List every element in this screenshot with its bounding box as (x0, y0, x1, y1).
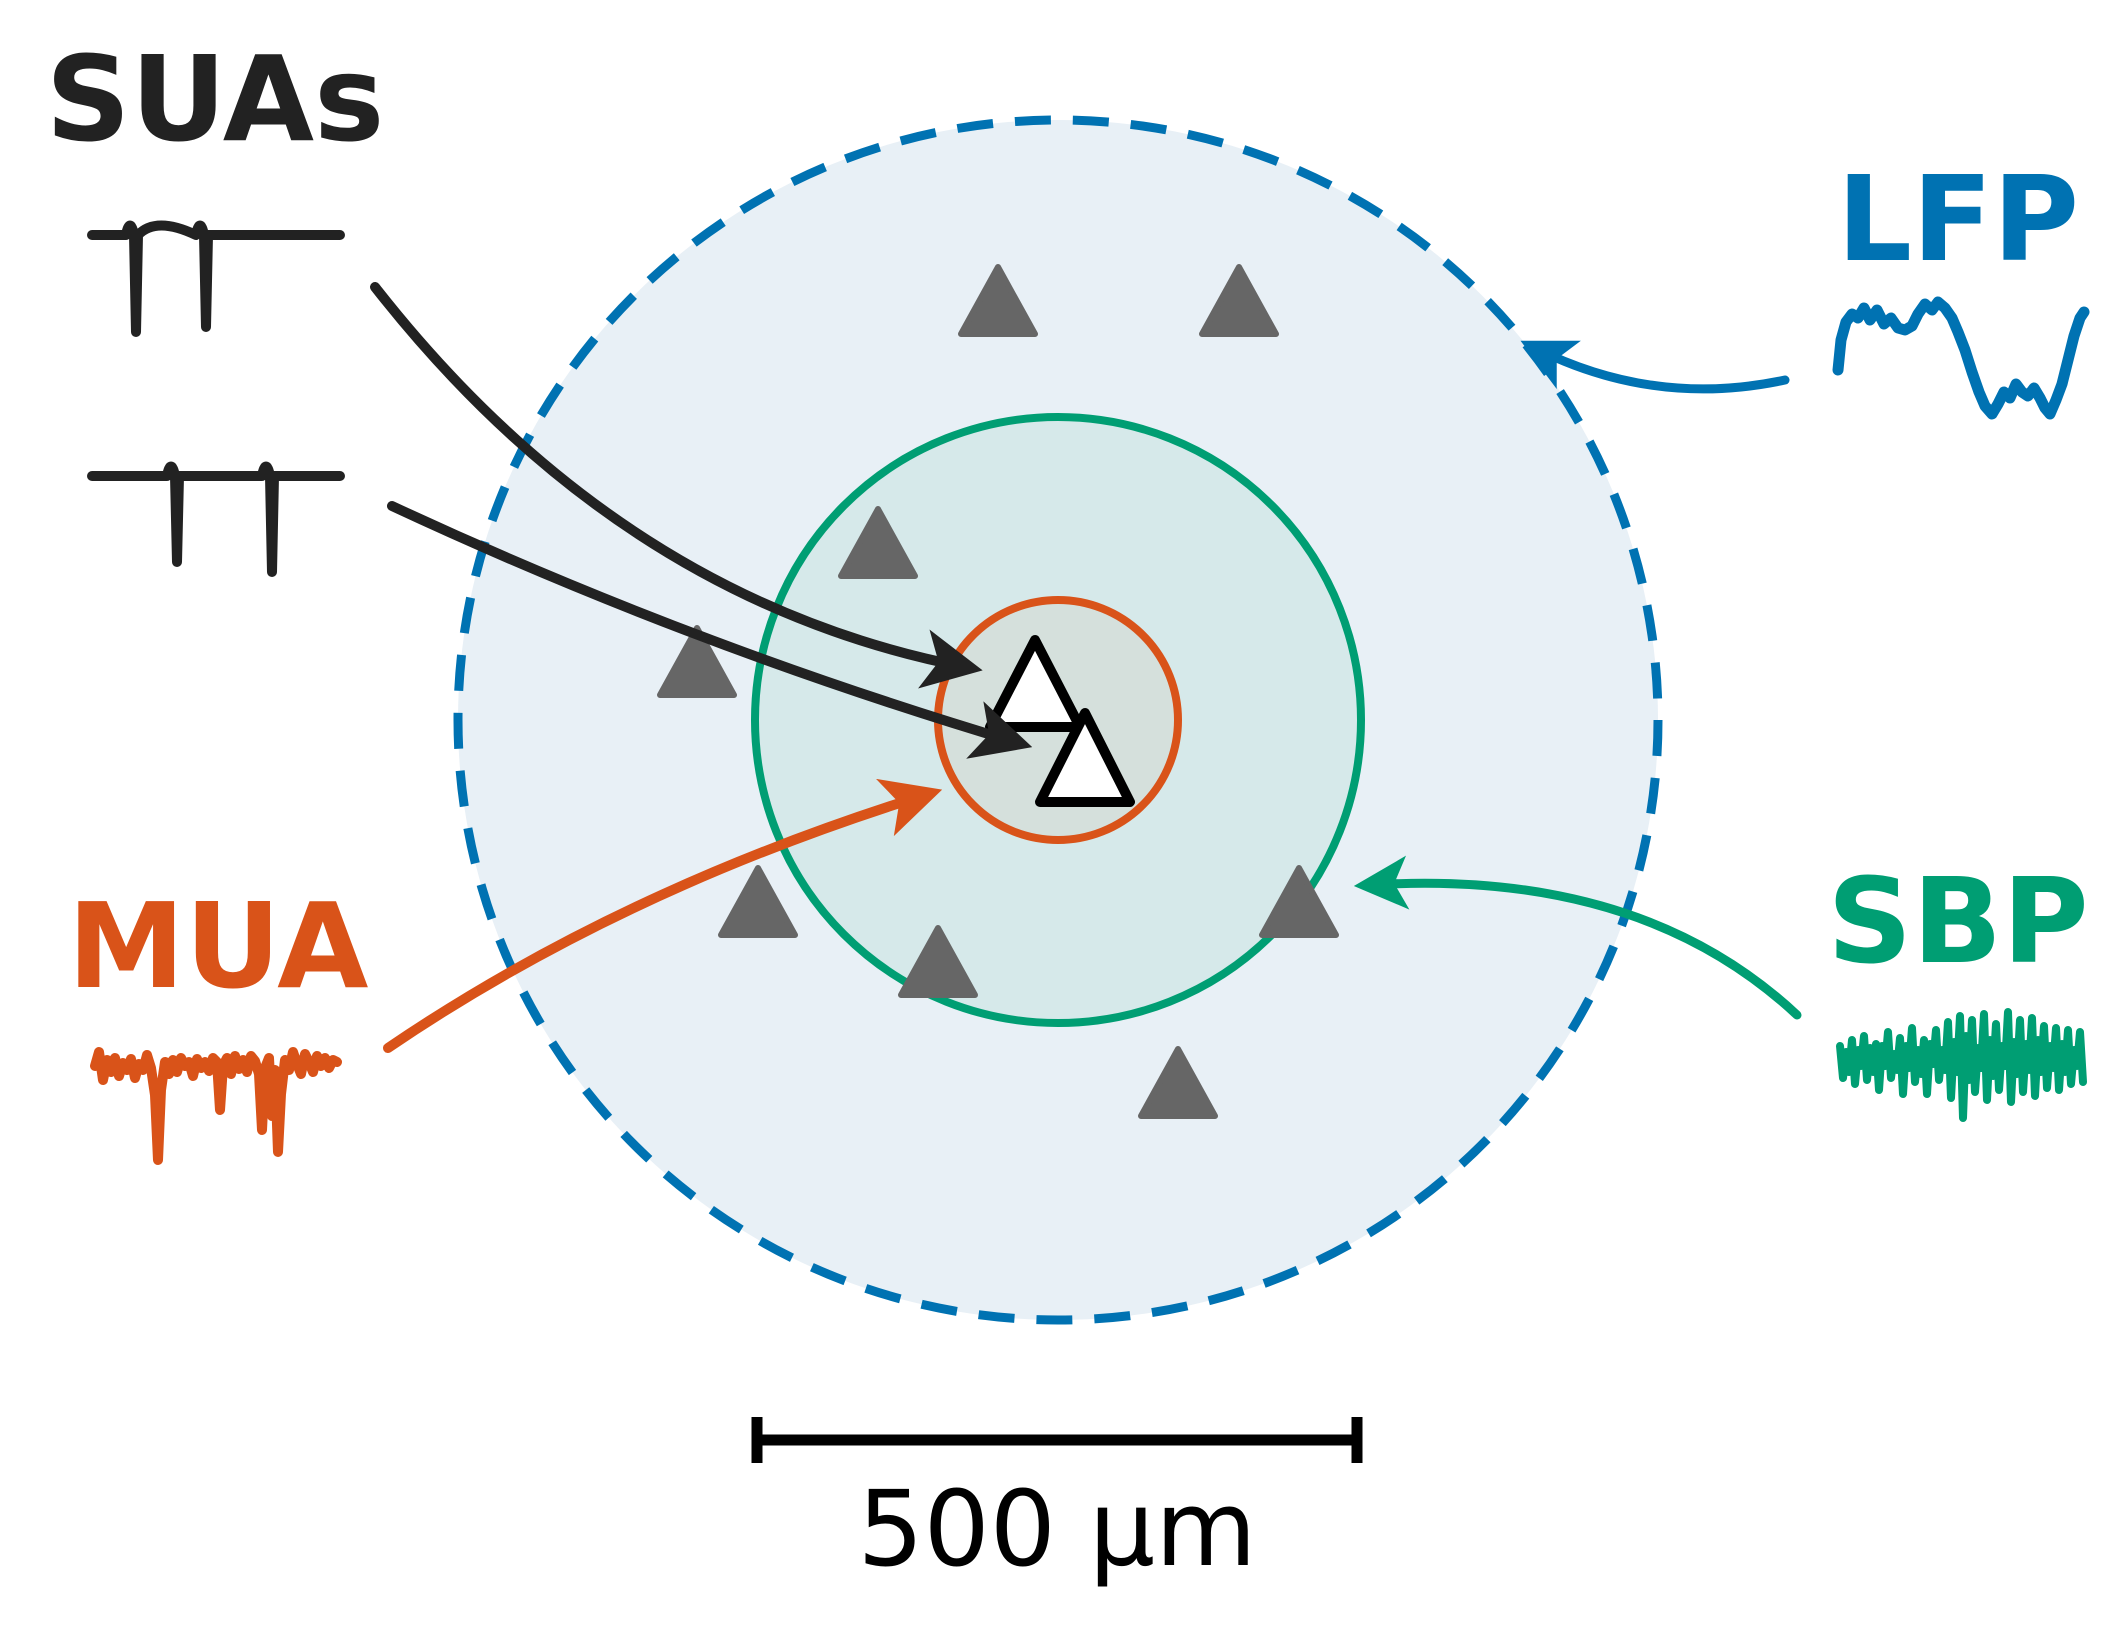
electrode-marker (657, 625, 737, 698)
electrode-marker (1199, 264, 1279, 337)
electrode-marker (958, 264, 1038, 337)
electrode-marker (1259, 865, 1339, 938)
recording-electrode-2 (1035, 708, 1135, 807)
sua-trace-1 (87, 220, 345, 337)
suas-label: SUAs (46, 30, 385, 168)
sua-trace-2 (87, 461, 345, 577)
sbp-arrow (1353, 855, 1802, 1020)
electrode-marker (718, 865, 798, 938)
sbp-trace (1836, 1008, 2087, 1122)
sua-arrow-1 (370, 282, 983, 689)
mua-label: MUA (68, 877, 369, 1015)
electrode-marker (838, 506, 918, 579)
scale-bar (751, 1417, 1363, 1463)
electrode-group (657, 264, 1339, 1119)
mua-arrow (383, 778, 943, 1053)
lfp-label: LFP (1837, 150, 2079, 288)
electrode-marker (1138, 1046, 1218, 1119)
sbp-label: SBP (1827, 852, 2088, 990)
scale-bar-label: 500 µm (857, 1468, 1256, 1590)
lfp-trace (1832, 296, 2090, 420)
electrode-marker (898, 925, 978, 998)
mua-trace (90, 1047, 342, 1165)
sua-arrow-2 (387, 501, 1033, 759)
lfp-arrow (1520, 340, 1790, 394)
